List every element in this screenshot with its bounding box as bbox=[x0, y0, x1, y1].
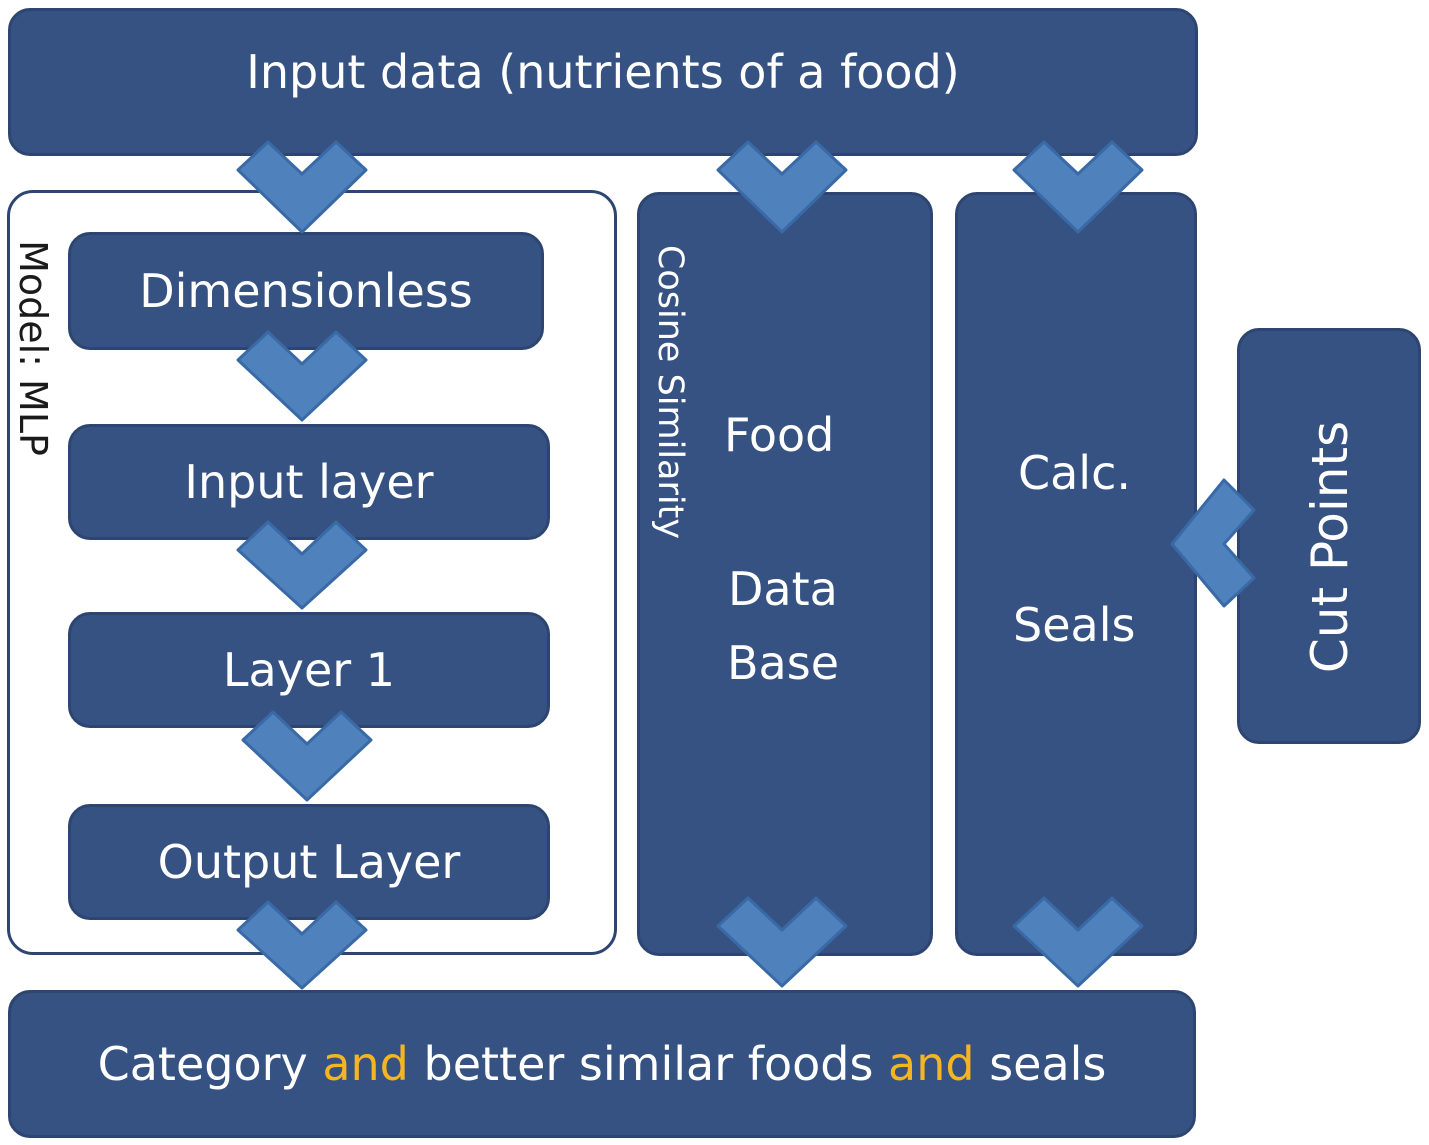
chevron-down-icon bbox=[236, 330, 368, 422]
input-layer-box: Input layer bbox=[68, 424, 550, 540]
chevron-down-icon bbox=[716, 896, 848, 988]
input-data-box: Input data (nutrients of a food) bbox=[8, 8, 1198, 156]
output-text-and-2: and bbox=[888, 1037, 975, 1091]
output-text-similar-foods: better similar foods bbox=[408, 1037, 889, 1091]
output-layer-label: Output Layer bbox=[157, 835, 461, 889]
output-text-category: Category bbox=[97, 1037, 323, 1091]
chevron-left-icon bbox=[1170, 478, 1256, 608]
layer-1-label: Layer 1 bbox=[222, 643, 396, 697]
calc-line-calc: Calc. bbox=[1018, 446, 1132, 500]
food-db-line-base: Base bbox=[727, 636, 840, 690]
output-result-box: Category and better similar foods and se… bbox=[8, 990, 1196, 1138]
output-text-and-1: and bbox=[322, 1037, 409, 1091]
calc-seals-column bbox=[955, 192, 1197, 956]
input-layer-label: Input layer bbox=[184, 455, 434, 509]
chevron-down-icon bbox=[1012, 896, 1144, 988]
chevron-down-icon bbox=[241, 710, 373, 802]
output-text-seals: seals bbox=[974, 1037, 1107, 1091]
dimensionless-label: Dimensionless bbox=[139, 264, 473, 318]
output-layer-box: Output Layer bbox=[68, 804, 550, 920]
food-db-line-food: Food bbox=[724, 408, 835, 462]
cut-points-box bbox=[1237, 328, 1421, 744]
output-result-text: Category and better similar foods and se… bbox=[98, 1037, 1107, 1091]
chevron-down-icon bbox=[236, 900, 368, 990]
calc-line-seals: Seals bbox=[1013, 598, 1136, 652]
chevron-down-icon bbox=[1012, 140, 1144, 234]
chevron-down-icon bbox=[236, 520, 368, 610]
layer-1-box: Layer 1 bbox=[68, 612, 550, 728]
chevron-down-icon bbox=[236, 140, 368, 234]
food-db-line-data: Data bbox=[728, 562, 838, 616]
input-data-label: Input data (nutrients of a food) bbox=[246, 45, 960, 99]
chevron-down-icon bbox=[716, 140, 848, 234]
dimensionless-box: Dimensionless bbox=[68, 232, 544, 350]
